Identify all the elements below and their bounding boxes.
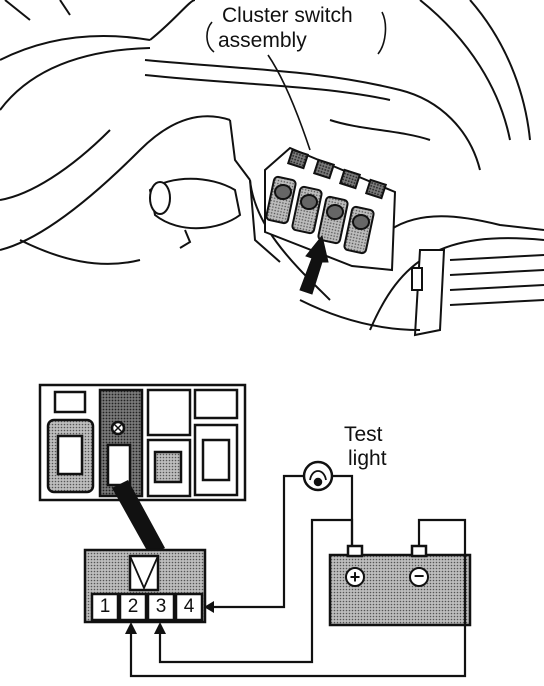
battery	[328, 544, 472, 627]
arrowheads	[125, 601, 214, 634]
cluster-switch-assembly	[264, 146, 397, 272]
connector-pin-3: 3	[155, 596, 167, 617]
battery-negative-terminal: −	[413, 566, 425, 586]
cluster-switch-label-line2: assembly	[218, 29, 307, 52]
test-light-label-line2: light	[348, 447, 387, 470]
battery-positive-terminal: +	[349, 567, 361, 587]
pointer-arrow	[299, 234, 329, 295]
test-light-label-line1: Test	[344, 423, 383, 446]
connector-pin-2: 2	[127, 596, 139, 617]
dashboard-illustration	[0, 0, 544, 337]
label-bracket	[206, 11, 387, 55]
test-light-bulb	[302, 460, 334, 492]
connector-block	[83, 548, 207, 624]
cluster-switch-label-line1: Cluster switch	[222, 4, 353, 27]
connector-pin-1: 1	[99, 596, 111, 617]
test-wires	[129, 474, 467, 678]
connector-pointer	[112, 480, 165, 556]
label-leader-line	[267, 54, 311, 151]
connector-pin-4: 4	[183, 596, 195, 617]
relay-box	[38, 383, 247, 502]
